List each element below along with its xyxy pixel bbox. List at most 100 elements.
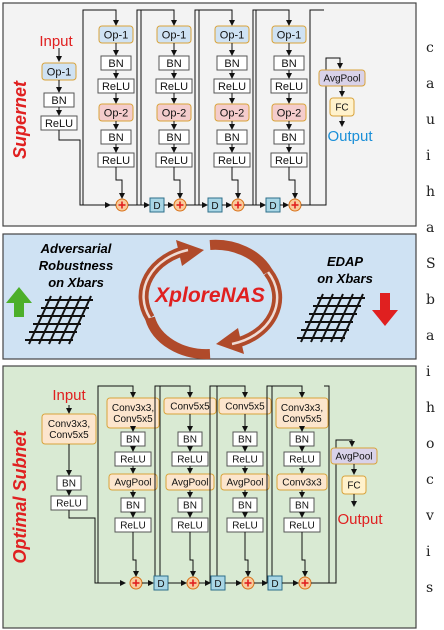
block-label: Conv5x5 xyxy=(49,430,89,441)
adversarial-text-line1: Adversarial xyxy=(40,241,112,256)
block-label: Op-1 xyxy=(104,29,128,41)
margin-glyph: a xyxy=(426,328,435,344)
block-label: Conv3x3 xyxy=(282,478,322,489)
svg-text:D: D xyxy=(157,579,164,590)
supernet-cell-0-op-4: BN xyxy=(100,129,132,145)
block-label: Conv3x3, xyxy=(48,419,90,430)
block-label: ReLU xyxy=(160,81,188,93)
block-label: BN xyxy=(183,435,197,446)
margin-glyph: u xyxy=(426,112,436,128)
supernet-avgpool: AvgPool xyxy=(318,69,366,87)
margin-glyph: v xyxy=(426,508,434,524)
block-label: Conv5x5 xyxy=(113,414,153,425)
crossbar-grid-left-icon xyxy=(25,295,93,345)
downsample-block: D xyxy=(210,575,226,591)
block-label: Op-1 xyxy=(162,29,186,41)
block-label: ReLU xyxy=(218,155,246,167)
downsample-block: D xyxy=(265,197,281,213)
subnet-input-label: Input xyxy=(52,387,86,404)
subnet-avgpool: AvgPool xyxy=(330,447,378,465)
svg-text:D: D xyxy=(271,579,278,590)
block-label: BN xyxy=(166,132,181,144)
subnet-cell-3-op-2: ReLU xyxy=(283,451,321,467)
add-node-icon xyxy=(231,198,245,212)
supernet-input-label: Input xyxy=(39,33,73,50)
subnet-cell-1-op-2: ReLU xyxy=(171,451,209,467)
block-label: Conv3x3, xyxy=(281,403,323,414)
block-label: BN xyxy=(281,58,296,70)
block-label: ReLU xyxy=(102,155,130,167)
block-label: AvgPool xyxy=(335,452,372,463)
subnet-cell-0-op-4: BN xyxy=(120,497,146,513)
subnet-cell-2-op-4: BN xyxy=(232,497,258,513)
supernet-stem-2: ReLU xyxy=(40,115,78,131)
block-label: BN xyxy=(166,58,181,70)
block-label: BN xyxy=(183,501,197,512)
block-label: ReLU xyxy=(120,521,146,532)
block-label: ReLU xyxy=(177,455,203,466)
block-label: Op-2 xyxy=(220,107,244,119)
subnet-cell-0-op-3: AvgPool xyxy=(108,473,158,491)
supernet-cell-2-op-0: Op-1 xyxy=(214,25,250,44)
margin-glyph: c xyxy=(426,472,434,488)
subnet-cell-0-op-5: ReLU xyxy=(114,517,152,533)
supernet-label: Supernet xyxy=(10,80,30,159)
supernet-cell-1-op-3: Op-2 xyxy=(156,103,192,122)
block-label: BN xyxy=(224,132,239,144)
block-label: BN xyxy=(224,58,239,70)
block-label: BN xyxy=(62,479,76,490)
svg-text:D: D xyxy=(153,201,160,212)
block-label: ReLU xyxy=(232,521,258,532)
supernet-cell-1-op-2: ReLU xyxy=(155,78,193,94)
add-node-icon xyxy=(241,576,255,590)
block-label: ReLU xyxy=(177,521,203,532)
supernet-cell-1-op-0: Op-1 xyxy=(156,25,192,44)
block-label: AvgPool xyxy=(171,478,208,489)
edap-text-line2: on Xbars xyxy=(317,271,373,286)
xplorenas-figure: Supernet Optimal Subnet Input Output Op-… xyxy=(2,2,417,629)
adversarial-text-line2: Robustness xyxy=(39,258,113,273)
add-node-icon xyxy=(186,576,200,590)
supernet-diagram: Input Output Op-1BNReLUOp-1BNReLUOp-2BNR… xyxy=(39,9,373,213)
supernet-cell-2-op-4: BN xyxy=(216,129,248,145)
supernet-cell-2-op-5: ReLU xyxy=(213,152,251,168)
supernet-cell-3-op-4: BN xyxy=(273,129,305,145)
subnet-cell-2-op-0: Conv5x5 xyxy=(218,397,272,415)
margin-glyph: h xyxy=(426,184,436,200)
supernet-cell-0-op-3: Op-2 xyxy=(98,103,134,122)
supernet-cell-0-op-1: BN xyxy=(100,55,132,71)
subnet-cell-2-op-2: ReLU xyxy=(226,451,264,467)
supernet-fc: FC xyxy=(329,97,355,117)
margin-glyph: a xyxy=(426,220,435,236)
block-label: BN xyxy=(108,58,123,70)
supernet-cell-3-op-5: ReLU xyxy=(270,152,308,168)
subnet-cell-2-op-3: AvgPool xyxy=(220,473,270,491)
subnet-cell-3-op-0: Conv3x3,Conv5x5 xyxy=(275,397,329,429)
block-label: ReLU xyxy=(120,455,146,466)
supernet-cell-2-op-1: BN xyxy=(216,55,248,71)
svg-text:D: D xyxy=(269,201,276,212)
subnet-stem-relu: ReLU xyxy=(50,495,88,511)
block-label: BN xyxy=(238,435,252,446)
margin-glyph: i xyxy=(426,148,431,164)
block-label: ReLU xyxy=(275,155,303,167)
subnet-cell-3-op-4: BN xyxy=(289,497,315,513)
supernet-stem-1: BN xyxy=(43,92,75,108)
block-label: Conv3x3, xyxy=(112,403,154,414)
block-label: Op-2 xyxy=(277,107,301,119)
cycle-arrows-icon xyxy=(138,239,283,360)
block-label: ReLU xyxy=(56,499,82,510)
supernet-output-label: Output xyxy=(327,128,373,145)
block-label: Op-2 xyxy=(104,107,128,119)
add-node-icon xyxy=(129,576,143,590)
subnet-stem-bn: BN xyxy=(56,475,82,491)
block-label: Op-1 xyxy=(277,29,301,41)
margin-glyph: i xyxy=(426,364,431,380)
subnet-cell-0-op-0: Conv3x3,Conv5x5 xyxy=(106,397,160,429)
block-label: BN xyxy=(51,95,66,107)
block-label: BN xyxy=(238,501,252,512)
block-label: BN xyxy=(295,501,309,512)
subnet-cell-1-op-4: BN xyxy=(177,497,203,513)
add-node-icon xyxy=(173,198,187,212)
margin-glyph: S xyxy=(426,256,436,272)
